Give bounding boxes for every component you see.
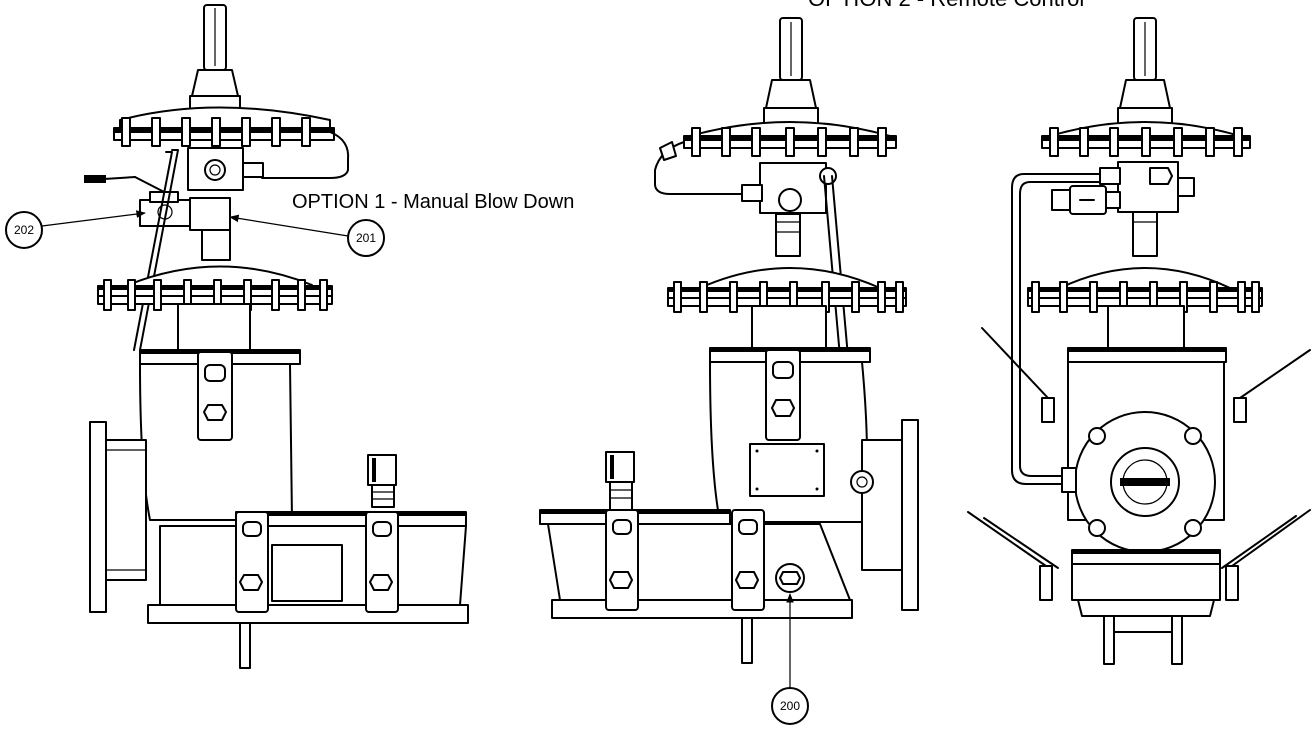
callout-202: 202 xyxy=(5,210,146,249)
left-regulator-view xyxy=(84,4,469,669)
callout-200: 200 xyxy=(771,593,809,725)
callout-201: 201 xyxy=(229,214,385,257)
lower-bolts-middle xyxy=(673,281,904,313)
right-regulator-view xyxy=(967,17,1311,665)
callout-201-label: 201 xyxy=(356,231,376,245)
option2-cropped-label: OPTION 2 - Remote Control xyxy=(808,0,1084,11)
option1-label: OPTION 1 - Manual Blow Down xyxy=(292,191,574,213)
upper-bolts-right xyxy=(1049,127,1243,157)
middle-regulator-view xyxy=(539,17,919,664)
callout-200-label: 200 xyxy=(780,699,800,713)
callout-202-label: 202 xyxy=(14,223,34,237)
upper-bolts-middle xyxy=(691,127,887,157)
upper-bolts-left xyxy=(121,117,311,147)
